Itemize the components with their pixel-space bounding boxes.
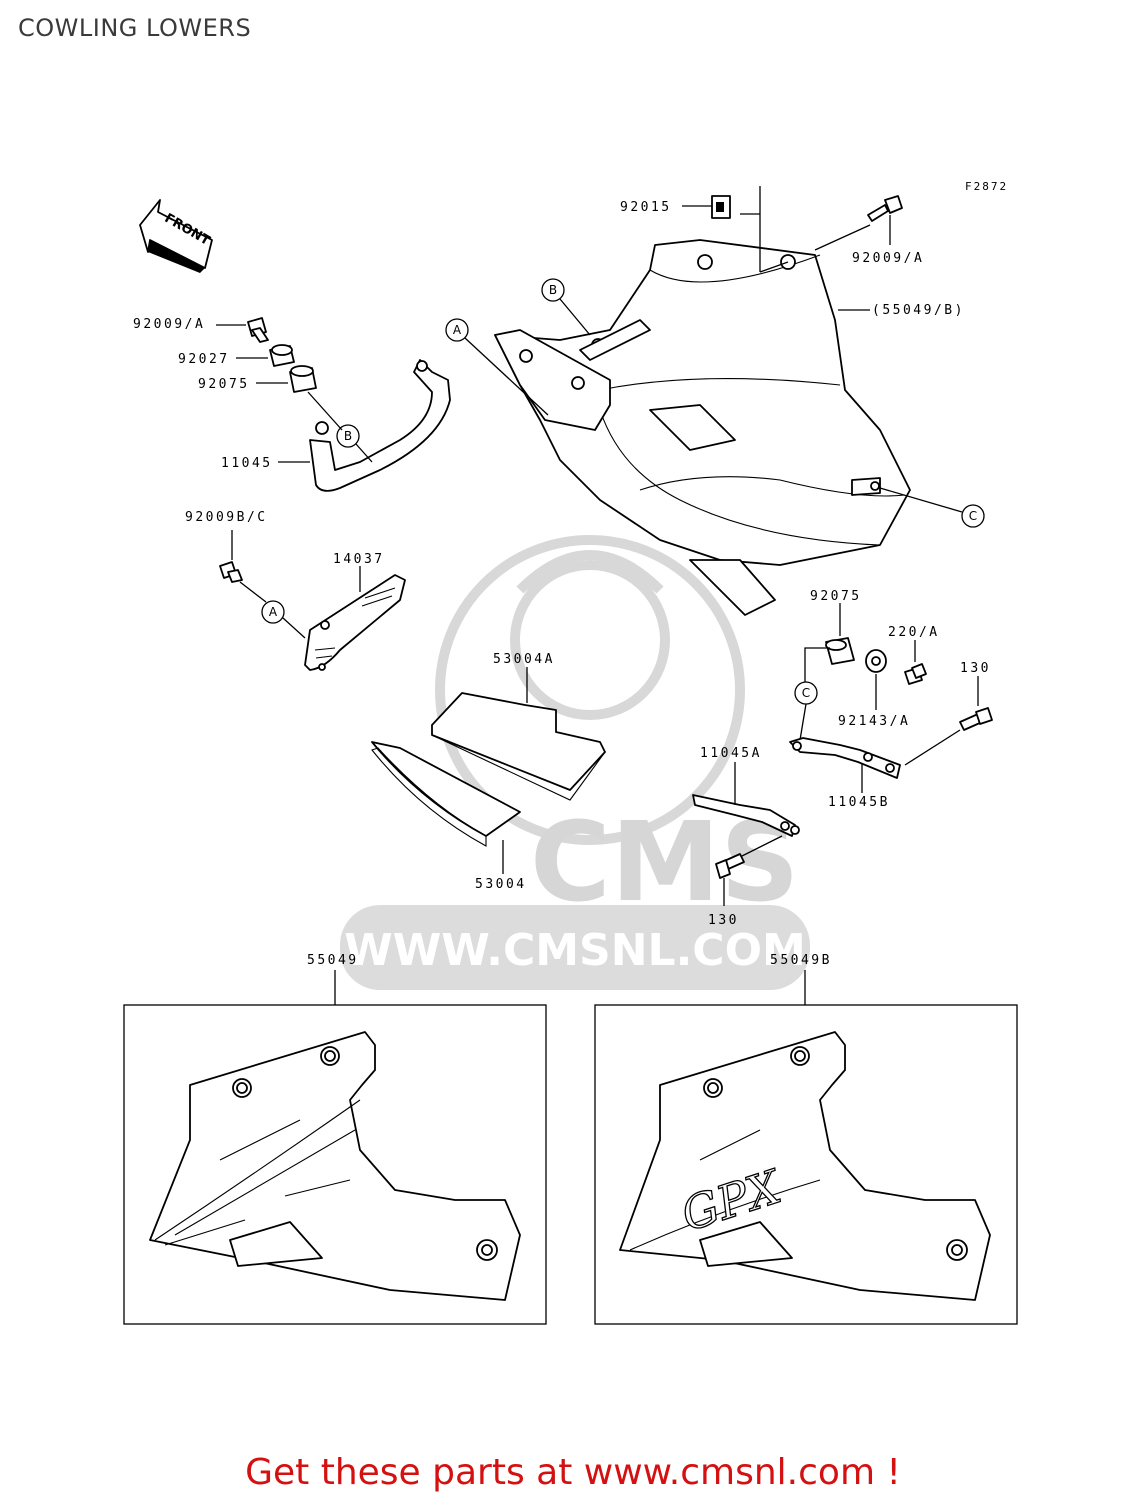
watermark-url: WWW.CMSNL.COM [344,925,806,976]
svg-text:C: C [802,686,810,700]
marker-b-bracket: B [336,424,373,463]
label-92009a-top: 92009/A [852,251,924,266]
label-92009a-left: 92009/A [133,317,205,332]
label-53004: 53004 [475,877,527,892]
page-title: COWLING LOWERS [18,14,252,42]
figure-id: F2872 [965,180,1008,193]
label-55049b-paren: (55049/B) [872,303,965,318]
svg-text:B: B [549,283,557,297]
label-55049b: 55049B [770,953,832,968]
label-55049: 55049 [307,953,359,968]
label-92015: 92015 [620,200,672,215]
label-92075-left: 92075 [198,377,250,392]
label-14037: 14037 [333,552,385,567]
label-130-right: 130 [960,661,991,676]
bracket-11045b: 11045B [789,737,901,810]
watermark-logo-ring [435,535,745,845]
left-hardware: 92009/A 92027 92075 [133,317,343,431]
watermark-logo-face [510,560,670,720]
label-11045b: 11045B [828,795,890,810]
cowling-lower-tab [689,559,776,616]
variant-box-55049b [594,1004,1018,1325]
watermark-logo-hat [516,550,664,594]
front-arrow: FRONT [139,199,213,273]
label-92009bc: 92009B/C [185,510,268,525]
variant-box-55049 [123,1004,547,1325]
svg-text:B: B [344,429,352,443]
cowling-vent [649,404,736,451]
bolt-92009bc: 92009B/C [185,510,268,603]
label-130-bottom: 130 [708,913,739,928]
svg-text:C: C [969,509,977,523]
marker-a-cowling: A [445,318,549,416]
svg-text:A: A [453,323,462,337]
bracket-11045: 11045 [221,359,451,492]
clip-92015: 92015 [620,186,789,273]
pad-53004a: 53004A [431,652,606,801]
label-11045: 11045 [221,456,273,471]
watermark-banner [340,905,810,990]
bracket-14037: 14037 [304,552,406,671]
cowling-body [494,239,911,566]
label-92075-right: 92075 [810,589,862,604]
bolt-92009a-top: 92009/A [814,195,924,266]
label-53004a: 53004A [493,652,555,667]
pad-53004: 53004 [371,741,527,892]
marker-b-cowling: B [541,278,591,336]
front-arrow-shape [139,199,213,269]
svg-text:A: A [269,605,278,619]
marker-c-cowling: C [879,487,985,528]
marker-a-bracket: A [261,600,306,639]
right-hardware: 92075 92143/A 220/A 130 [804,589,993,766]
variant-55049b: 55049B GPX [594,953,1018,1325]
label-220a: 220/A [888,625,940,640]
label-11045a: 11045A [700,746,762,761]
watermark: CMS WWW.CMSNL.COM [340,535,810,990]
main-cowling [494,239,911,616]
marker-c-bracket: C [794,681,818,741]
variant-55049: 55049 [123,953,547,1325]
cta-link[interactable]: Get these parts at www.cmsnl.com ! [245,1452,901,1493]
label-92027: 92027 [178,352,230,367]
bracket-11045a: 11045A 130 [692,746,800,928]
label-92143a: 92143/A [838,714,910,729]
